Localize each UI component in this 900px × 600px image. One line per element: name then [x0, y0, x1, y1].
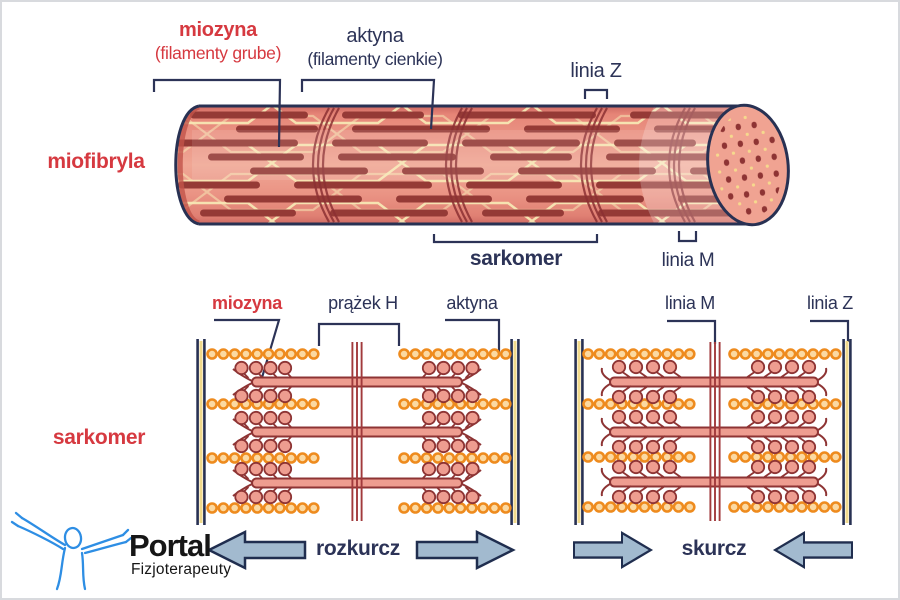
label-rozkurcz: rozkurcz [316, 537, 400, 560]
label-aktyna-bottom: aktyna [446, 293, 498, 313]
label-sarkomer-left: sarkomer [52, 426, 146, 449]
label-aktyna-top-title: aktyna [346, 25, 404, 47]
state-arrows [207, 530, 854, 570]
cylinder-end-cap [706, 103, 790, 227]
sarcomere-relaxed-diagram [196, 339, 520, 525]
skurcz-right-arrow [572, 531, 652, 569]
label-miofibryla: miofibryla [47, 150, 145, 173]
label-aktyna-top: aktyna (filamenty cienkie) [307, 25, 443, 69]
logo-name: Portal [129, 528, 212, 563]
label-linia-z-bottom: linia Z [807, 293, 853, 313]
logo-figure-icon [10, 511, 133, 591]
myofibril-cylinder [174, 103, 790, 227]
label-linia-m-top: linia M [661, 250, 715, 271]
label-sarkomer-top: sarkomer [469, 247, 563, 270]
label-miozyna-top-title: miozyna [179, 19, 257, 41]
skurcz-left-arrow [774, 531, 854, 569]
logo-subtitle: Fizjoterapeuty [131, 561, 232, 578]
label-aktyna-top-sub: (filamenty cienkie) [307, 48, 443, 69]
callout-lines [152, 78, 850, 382]
label-miozyna-bottom: miozyna [212, 293, 282, 313]
rozkurcz-right-arrow [415, 530, 515, 570]
label-miozyna-top-sub: (filamenty grube) [154, 42, 282, 63]
sarcomere-contracted-diagram [574, 339, 852, 525]
label-prazek-h: prążek H [328, 293, 398, 313]
label-linia-z-top: linia Z [570, 60, 622, 82]
label-skurcz: skurcz [681, 537, 747, 560]
label-linia-m-bottom: linia M [665, 293, 715, 313]
label-miozyna-top: miozyna (filamenty grube) [154, 19, 282, 63]
